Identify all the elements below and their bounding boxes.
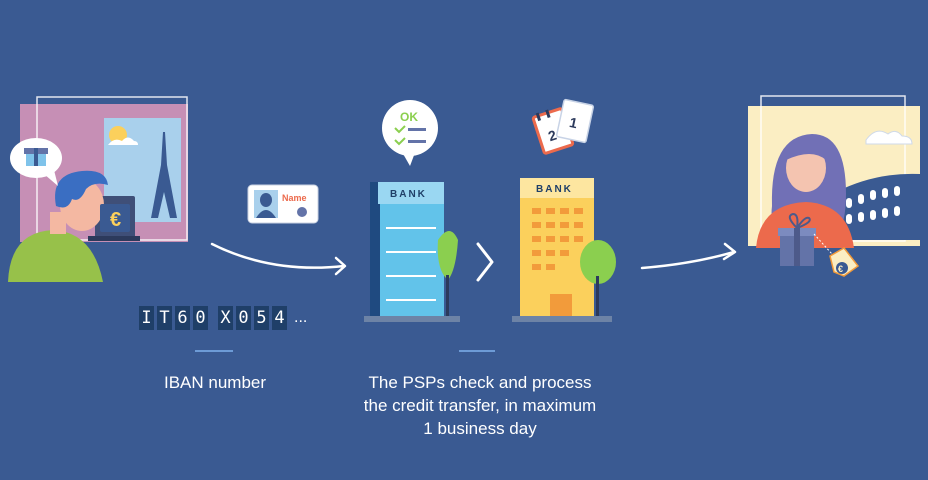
iban-char: X bbox=[218, 306, 233, 330]
eiffel-tower-icon bbox=[151, 132, 177, 218]
euro-tag bbox=[813, 233, 860, 277]
arrow-sender-to-bank bbox=[210, 242, 346, 269]
divider-psp bbox=[459, 350, 495, 352]
sender-scene bbox=[8, 96, 188, 282]
iban-char: 5 bbox=[254, 306, 269, 330]
bank-2-door bbox=[550, 294, 572, 318]
arrow-head-2 bbox=[722, 242, 737, 261]
iban-char: T bbox=[157, 306, 172, 330]
sender-laptop-screen-front bbox=[100, 204, 130, 232]
psp-caption-line: 1 business day bbox=[423, 419, 537, 438]
bank-1-sign bbox=[378, 182, 444, 204]
name-label: Name bbox=[282, 193, 307, 203]
sender-hair bbox=[55, 170, 108, 208]
bank-1-tree bbox=[437, 231, 458, 280]
arrow-bank-to-receiver bbox=[640, 250, 736, 270]
bank-2-base bbox=[512, 316, 612, 322]
bank-1-side bbox=[370, 182, 380, 318]
divider-iban bbox=[195, 350, 233, 352]
receiver-scene bbox=[748, 95, 920, 277]
cloud-icon bbox=[108, 137, 138, 145]
bank-2-sign bbox=[520, 178, 594, 198]
ok-speech-bubble bbox=[382, 100, 438, 166]
sender-sweater bbox=[8, 230, 103, 282]
colosseum-icon bbox=[836, 173, 920, 240]
psp-caption-line: The PSPs check and process bbox=[368, 373, 592, 392]
arrow-head-1 bbox=[334, 256, 347, 276]
bank-1-label: BANK bbox=[390, 189, 427, 200]
bank-2 bbox=[512, 98, 616, 322]
iban-number: I T 6 0 X 0 5 4 ... bbox=[139, 306, 307, 330]
gift-box-icon bbox=[778, 212, 816, 266]
gift-speech-bubble bbox=[10, 138, 62, 186]
iban-char: 4 bbox=[272, 306, 287, 330]
iban-char: 0 bbox=[193, 306, 208, 330]
bank-1 bbox=[364, 100, 460, 322]
laptop-base bbox=[88, 236, 140, 241]
bank-2-label: BANK bbox=[536, 184, 573, 195]
ok-label: OK bbox=[400, 110, 418, 124]
bank-1-body bbox=[378, 182, 444, 318]
bank-2-windows bbox=[532, 208, 583, 270]
iban-ellipsis: ... bbox=[294, 309, 308, 326]
sender-neck bbox=[50, 212, 66, 234]
psp-caption-line: the credit transfer, in maximum bbox=[363, 396, 597, 415]
cloud-icon-right bbox=[865, 130, 913, 145]
iban-char: 6 bbox=[175, 306, 190, 330]
bank-1-base bbox=[364, 316, 460, 322]
check-icon-2 bbox=[394, 137, 406, 146]
bank-2-tree bbox=[580, 240, 616, 284]
iban-char: 0 bbox=[236, 306, 251, 330]
chevron-right-icon bbox=[476, 242, 494, 282]
check-icon bbox=[394, 125, 406, 134]
iban-char: I bbox=[139, 306, 154, 330]
calendar-icon bbox=[531, 98, 595, 155]
name-card bbox=[247, 184, 319, 224]
calendar-digit-1: 1 bbox=[568, 114, 579, 131]
iban-caption: IBAN number bbox=[163, 373, 267, 392]
sun-icon bbox=[109, 126, 127, 144]
laptop-euro-icon: € bbox=[110, 209, 121, 231]
psp-caption: The PSPs check and process the credit tr… bbox=[330, 371, 630, 440]
tag-euro-icon: € bbox=[838, 264, 843, 274]
